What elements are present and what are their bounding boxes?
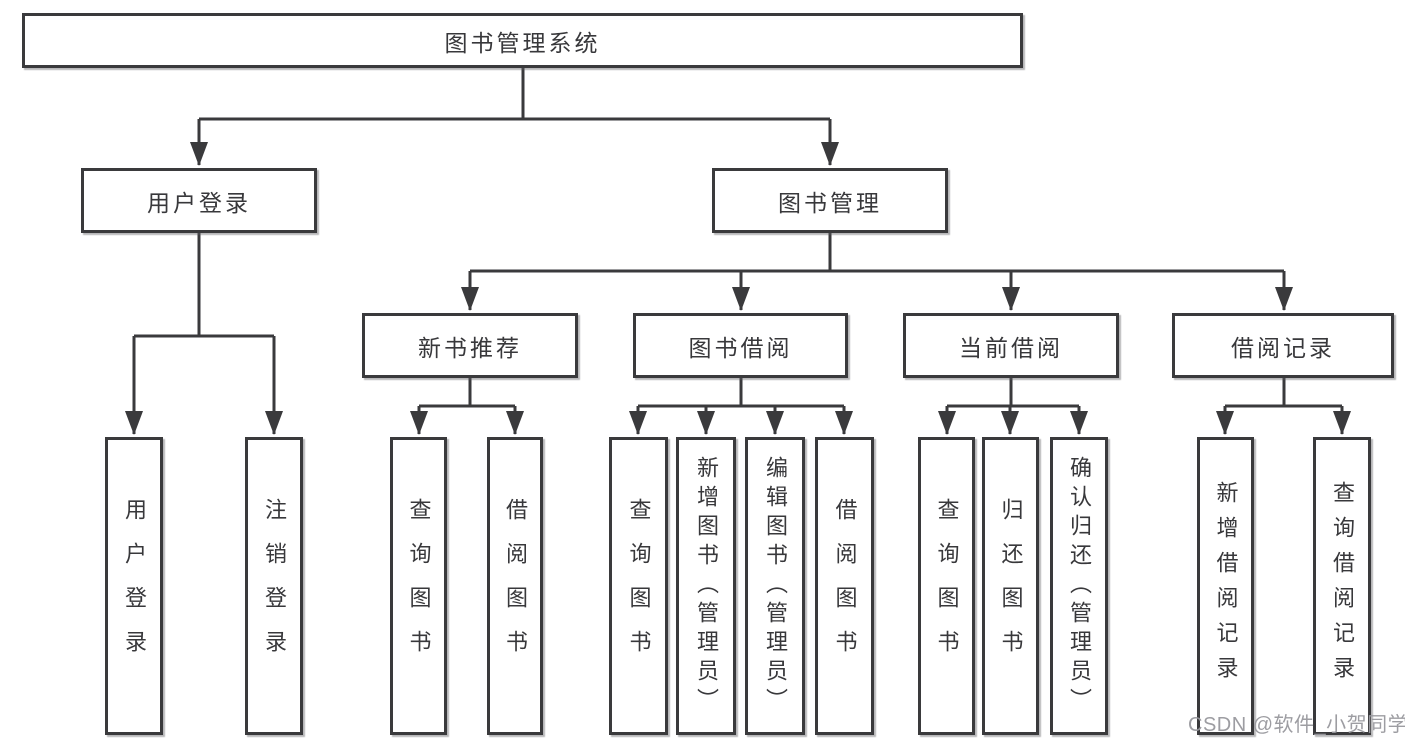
leaf-borrow-borrow-books-label: 借阅图书 [832, 498, 858, 674]
leaf-records-query-record: 查询借阅记录 [1313, 437, 1371, 735]
node-current-borrow: 当前借阅 [903, 313, 1119, 378]
leaf-logout-label: 注销登录 [262, 498, 287, 674]
connector-new-book [410, 377, 524, 435]
connector-book-management [461, 233, 1293, 311]
csdn-watermark: CSDN @软件_小贺同学 [1188, 714, 1405, 736]
leaf-user-login: 用户登录 [105, 437, 163, 735]
leaf-current-return-books: 归还图书 [982, 437, 1039, 735]
leaf-borrow-edit-books-admin-label: 编辑图书（管理员） [763, 455, 788, 717]
leaf-current-confirm-return-admin: 确认归还（管理员） [1050, 437, 1108, 735]
node-book-borrow: 图书借阅 [633, 313, 848, 378]
connector-root [190, 68, 839, 166]
node-new-book-recommend: 新书推荐 [362, 313, 578, 378]
leaf-current-return-books-label: 归还图书 [998, 498, 1024, 674]
leaf-records-add-record: 新增借阅记录 [1197, 437, 1254, 735]
leaf-current-query-books: 查询图书 [918, 437, 975, 735]
leaf-records-query-record-label: 查询借阅记录 [1330, 481, 1355, 691]
connector-user-login [125, 233, 283, 435]
leaf-newbook-query-books: 查询图书 [390, 437, 447, 735]
leaf-records-add-record-label: 新增借阅记录 [1213, 481, 1239, 691]
leaf-newbook-query-books-label: 查询图书 [406, 498, 432, 674]
leaf-borrow-add-books-admin-label: 新增图书（管理员） [694, 455, 719, 717]
node-borrow-records: 借阅记录 [1172, 313, 1394, 378]
leaf-newbook-borrow-books-label: 借阅图书 [503, 498, 528, 674]
node-book-management-label: 图书管理 [778, 189, 882, 216]
node-user-login-label: 用户登录 [147, 189, 251, 216]
leaf-current-query-books-label: 查询图书 [934, 498, 960, 674]
node-current-borrow-label: 当前借阅 [959, 334, 1063, 361]
leaf-borrow-add-books-admin: 新增图书（管理员） [676, 437, 736, 735]
leaf-newbook-borrow-books: 借阅图书 [487, 437, 543, 735]
leaf-borrow-query-books: 查询图书 [609, 437, 668, 735]
connector-book-borrow [629, 377, 853, 435]
leaf-borrow-edit-books-admin: 编辑图书（管理员） [745, 437, 805, 735]
node-root-label: 图书管理系统 [444, 29, 601, 56]
leaf-borrow-borrow-books: 借阅图书 [815, 437, 874, 735]
node-borrow-records-label: 借阅记录 [1231, 334, 1335, 361]
connector-borrow-records [1216, 377, 1351, 435]
connector-current-borrow [938, 377, 1088, 435]
node-user-login: 用户登录 [81, 168, 317, 233]
leaf-borrow-query-books-label: 查询图书 [626, 498, 652, 674]
node-book-borrow-label: 图书借阅 [688, 334, 793, 361]
leaf-current-confirm-return-admin-label: 确认归还（管理员） [1067, 455, 1092, 717]
leaf-user-login-label: 用户登录 [122, 498, 147, 674]
node-book-management: 图书管理 [712, 168, 948, 233]
node-root: 图书管理系统 [22, 13, 1023, 68]
node-new-book-recommend-label: 新书推荐 [418, 334, 522, 361]
leaf-logout: 注销登录 [245, 437, 303, 735]
